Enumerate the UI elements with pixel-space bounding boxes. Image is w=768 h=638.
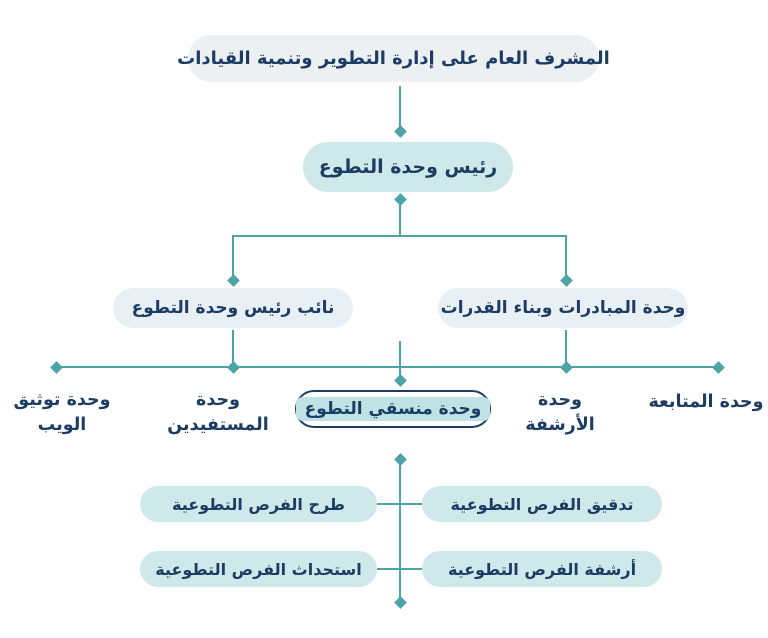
supervisor-label: المشرف العام على إدارة التطوير وتنمية ال… [177,48,610,69]
connector-diamond [226,273,240,287]
connector-diamond [393,124,407,138]
task-create-label: استحداث الفرص التطوعية [155,559,362,579]
connector-diamond [393,595,407,609]
task-pill-create: استحداث الفرص التطوعية [140,551,377,587]
beneficiaries-unit-label: وحدة المستفيدين [167,390,269,435]
connector-line [377,502,422,506]
unit-head-label: رئيس وحدة التطوع [318,156,498,178]
volunteer-coordinators-unit-pill: وحدة منسقي التطوع [295,390,491,428]
follow-up-unit-label: وحدة المتابعة [648,392,764,412]
connector-line [231,330,234,367]
web-documentation-unit-label: وحدة توثيق الويب [13,390,111,435]
task-publish-label: طرح الفرص التطوعية [172,494,345,514]
connector-line [377,567,422,571]
connector-diamond [559,360,573,374]
deputy-head-label: نائب رئيس وحدة التطوع [131,298,335,318]
connector-line [398,341,402,378]
deputy-head-pill: نائب رئيس وحدة التطوع [113,288,353,328]
connector-line [564,234,568,277]
connector-line [231,234,234,277]
initiatives-unit-label: وحدة المبادرات وبناء القدرات [440,298,686,318]
connector-line [564,330,568,367]
task-archive-label: أرشفة الفرص التطوعية [447,559,637,579]
connector-diamond [393,373,407,387]
connector-line [232,234,567,237]
task-pill-audit: تدقيق الفرص التطوعية [422,486,662,522]
connector-line [398,86,402,127]
unit-head-pill: رئيس وحدة التطوع [303,142,513,192]
connector-line [398,459,402,602]
archiving-unit-label: وحدة الأرشفة [525,390,595,435]
connector-line [56,365,718,369]
initiatives-unit-pill: وحدة المبادرات وبناء القدرات [438,288,688,328]
task-audit-label: تدقيق الفرص التطوعية [450,494,634,514]
task-pill-publish: طرح الفرص التطوعية [140,486,377,522]
connector-diamond [49,360,63,374]
task-pill-archive: أرشفة الفرص التطوعية [422,551,662,587]
connector-diamond [559,273,573,287]
supervisor-pill: المشرف العام على إدارة التطوير وتنمية ال… [177,35,610,82]
connector-line [398,204,402,236]
volunteer-coordinators-unit-label: وحدة منسقي التطوع [295,397,491,421]
connector-diamond [711,360,725,374]
connector-diamond [226,360,240,374]
